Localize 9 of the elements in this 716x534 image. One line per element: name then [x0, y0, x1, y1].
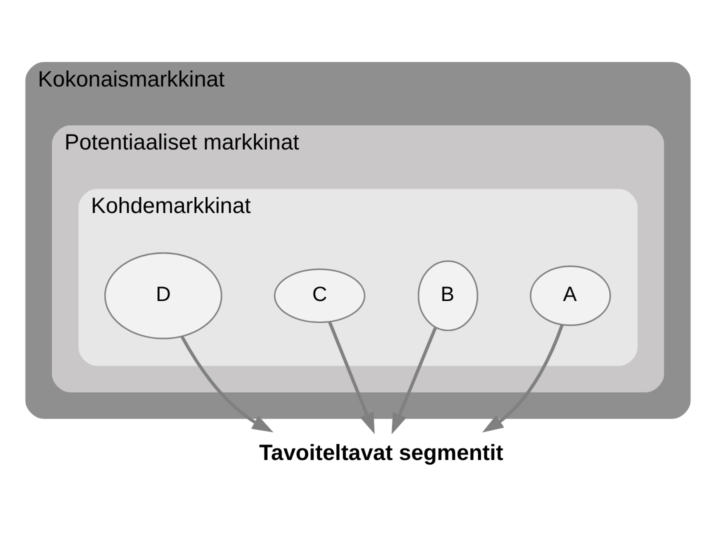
- node-ellipse: D: [104, 252, 222, 340]
- node-ellipse: B: [418, 260, 478, 332]
- arrow: [328, 321, 375, 434]
- arrow: [180, 336, 274, 432]
- node-ellipse: A: [530, 266, 611, 326]
- node-text: Tavoiteltavat segmentit: [259, 440, 504, 466]
- node-ellipse: C: [274, 268, 366, 324]
- arrow: [482, 324, 564, 433]
- arrow: [392, 326, 438, 434]
